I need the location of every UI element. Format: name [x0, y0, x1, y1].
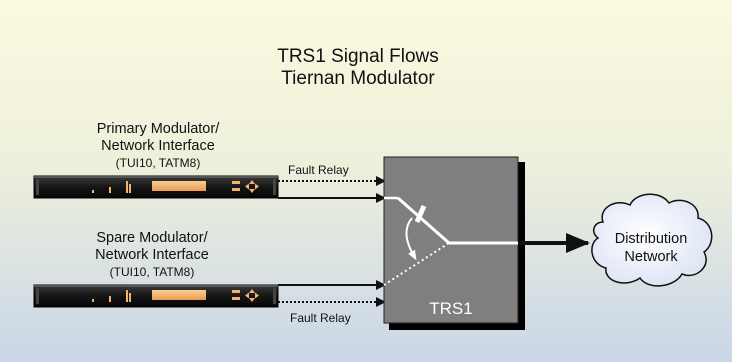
nav-arrows-icon — [245, 180, 259, 193]
spare-label-line1: Spare Modulator/ — [96, 230, 208, 246]
diagram-title-line1: TRS1 Signal Flows — [277, 46, 439, 67]
primary-modulator-device — [33, 175, 279, 199]
level-indicator-icon — [92, 299, 94, 302]
primary-models: (TUI10, TATM8) — [116, 156, 201, 170]
primary-label-line2: Network Interface — [101, 138, 215, 154]
diagram-title-line2: Tiernan Modulator — [281, 68, 435, 89]
nav-arrows-icon — [245, 289, 259, 302]
switch-rotation-arrow-icon — [405, 217, 417, 261]
spare-fault-relay-label: Fault Relay — [290, 311, 351, 325]
front-panel-display — [152, 290, 206, 300]
spare-modulator-device — [33, 284, 279, 308]
network-label-line2: Network — [624, 249, 678, 265]
level-indicator-icon — [92, 190, 94, 193]
switch-actuator — [414, 204, 427, 224]
primary-label-line1: Primary Modulator/ — [97, 121, 220, 137]
menu-button-icon — [232, 181, 240, 184]
front-panel-display — [152, 181, 206, 191]
spare-models: (TUI10, TATM8) — [110, 265, 195, 279]
network-label-line1: Distribution — [615, 231, 688, 247]
distribution-network-cloud-icon — [591, 193, 713, 287]
primary-fault-relay-label: Fault Relay — [288, 163, 349, 177]
switch-active-contact — [397, 196, 450, 245]
menu-button-icon — [232, 290, 240, 293]
spare-label-line2: Network Interface — [95, 247, 209, 263]
trs1-label: TRS1 — [429, 299, 472, 318]
